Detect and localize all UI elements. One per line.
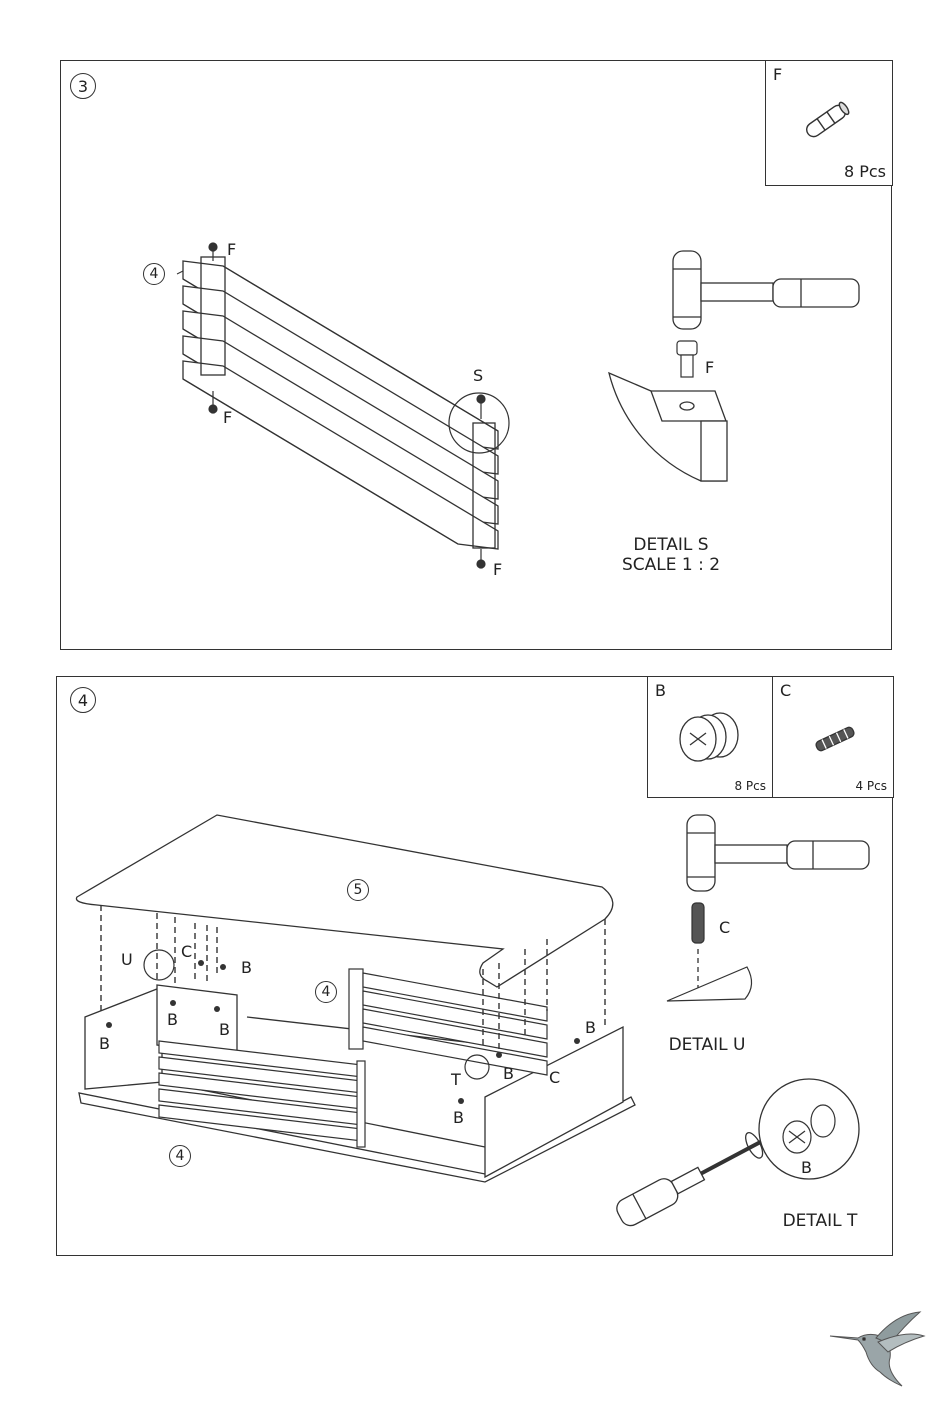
step-3-panel: 3 F 8 Pcs [60, 60, 892, 650]
detail-dowel [677, 341, 697, 377]
hammer-icon [61, 61, 893, 651]
detail-t-drawing [57, 677, 894, 1257]
detail-t-caption: DETAIL T [765, 1211, 875, 1231]
step-4-panel: 4 B 8 Pcs C 4 Pcs [56, 676, 893, 1256]
hummingbird-icon [820, 1308, 930, 1398]
detail-t-label-b: B [801, 1159, 812, 1177]
detail-s-caption: DETAIL S SCALE 1 : 2 [601, 535, 741, 575]
detail-fastener-f-label: F [705, 359, 714, 377]
